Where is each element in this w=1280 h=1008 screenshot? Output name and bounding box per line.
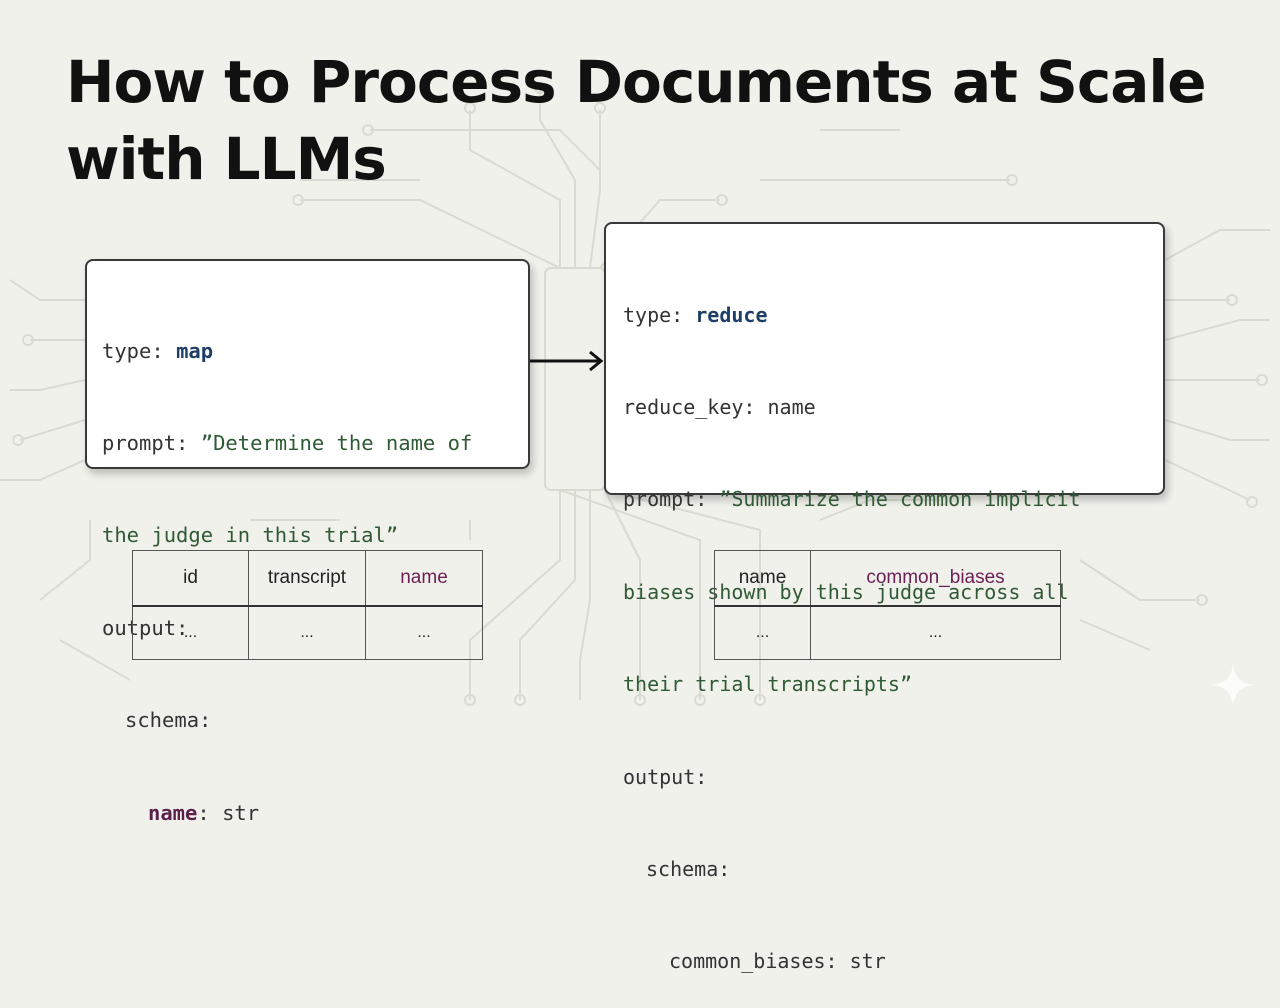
prompt-key: prompt: — [623, 487, 708, 512]
type-key: type: — [623, 302, 684, 327]
table-cell: ... — [248, 605, 366, 660]
table-cell: ... — [810, 605, 1061, 660]
type-key: type: — [102, 338, 164, 363]
field-name: common_biases — [669, 949, 826, 974]
title-line-2: with LLMs — [66, 125, 387, 193]
field-type: str — [849, 949, 886, 974]
column-header-name: name — [365, 550, 483, 607]
page-title: How to Process Documents at Scale with L… — [66, 44, 1216, 198]
map-type-line: type: map — [102, 336, 528, 367]
sparkle-icon — [1212, 664, 1254, 706]
reduce-type-line: type: reduce — [623, 300, 1163, 331]
map-operation-box: type: map prompt: ”Determine the name of… — [85, 259, 530, 825]
table-cell: ... — [132, 605, 249, 660]
type-value-map: map — [176, 338, 214, 363]
column-header-id: id — [132, 550, 249, 607]
right-arrow-icon — [530, 350, 604, 372]
type-value-reduce: reduce — [695, 302, 768, 327]
reduce-output-key: output: — [623, 764, 708, 789]
table-row: ... ... ... — [132, 605, 483, 660]
field-sep: : — [825, 949, 838, 974]
reduce-key-value: name — [767, 394, 816, 419]
prompt-key: prompt: — [102, 430, 189, 455]
prompt-text-1: ”Determine the name of — [200, 430, 473, 455]
reduce-operation-box: type: reduce reduce_key: name prompt: ”S… — [604, 222, 1165, 973]
table-header-row: id transcript name — [132, 550, 483, 607]
reduce-prompt-line-3: their trial transcripts” — [623, 672, 912, 697]
column-header-transcript: transcript — [248, 550, 366, 607]
reduce-schema-key: schema: — [646, 856, 731, 881]
table-cell: ... — [365, 605, 483, 660]
column-header-name: name — [714, 550, 811, 607]
title-line-1: How to Process Documents at Scale — [66, 48, 1207, 116]
column-header-common-biases: common_biases — [810, 550, 1061, 607]
field-type: str — [222, 800, 260, 825]
map-prompt-line-1: prompt: ”Determine the name of — [102, 428, 528, 459]
map-schema-field: name: str — [102, 798, 528, 829]
reduce-key-line: reduce_key: name — [623, 392, 1163, 423]
table-row: ... ... — [714, 605, 1061, 660]
field-name: name — [148, 800, 198, 825]
field-sep: : — [197, 800, 210, 825]
table-header-row: name common_biases — [714, 550, 1061, 607]
input-table: id transcript name ... ... ... — [132, 550, 483, 660]
reduce-prompt-line-1: prompt: ”Summarize the common implicit — [623, 484, 1163, 515]
map-prompt-line-2: the judge in this trial” — [102, 523, 399, 548]
map-schema-key: schema: — [125, 708, 212, 733]
table-cell: ... — [714, 605, 811, 660]
reduce-key-key: reduce_key: — [623, 394, 756, 419]
reduce-schema-field: common_biases: str — [623, 946, 1163, 977]
output-table: name common_biases ... ... — [714, 550, 1061, 660]
prompt-text-1: ”Summarize the common implicit — [719, 487, 1081, 512]
circuit-background — [0, 82, 1270, 706]
